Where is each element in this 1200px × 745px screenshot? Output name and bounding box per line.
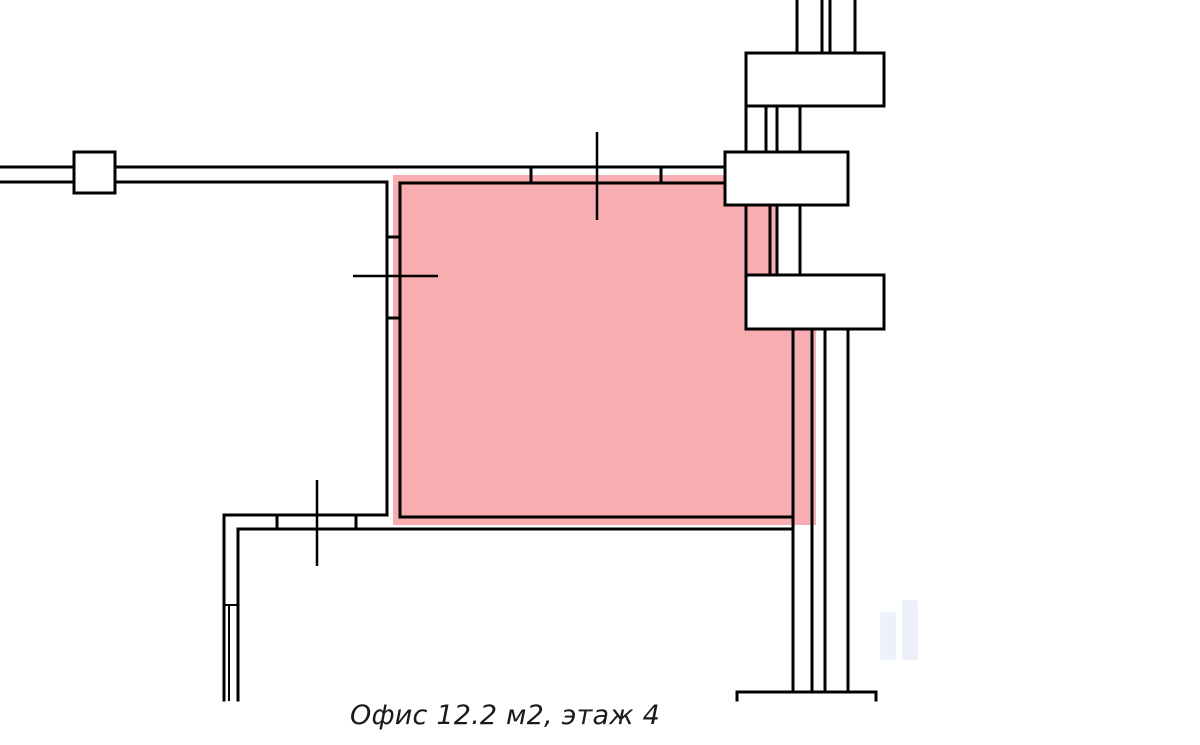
plan-caption: Офис 12.2 м2, этаж 4 (350, 700, 660, 731)
column-lower (744, 273, 886, 331)
watermark-logo (880, 600, 918, 660)
column-left (72, 150, 117, 195)
office-highlight[interactable] (393, 175, 816, 525)
column-top (744, 51, 886, 108)
column-middle (723, 150, 850, 207)
